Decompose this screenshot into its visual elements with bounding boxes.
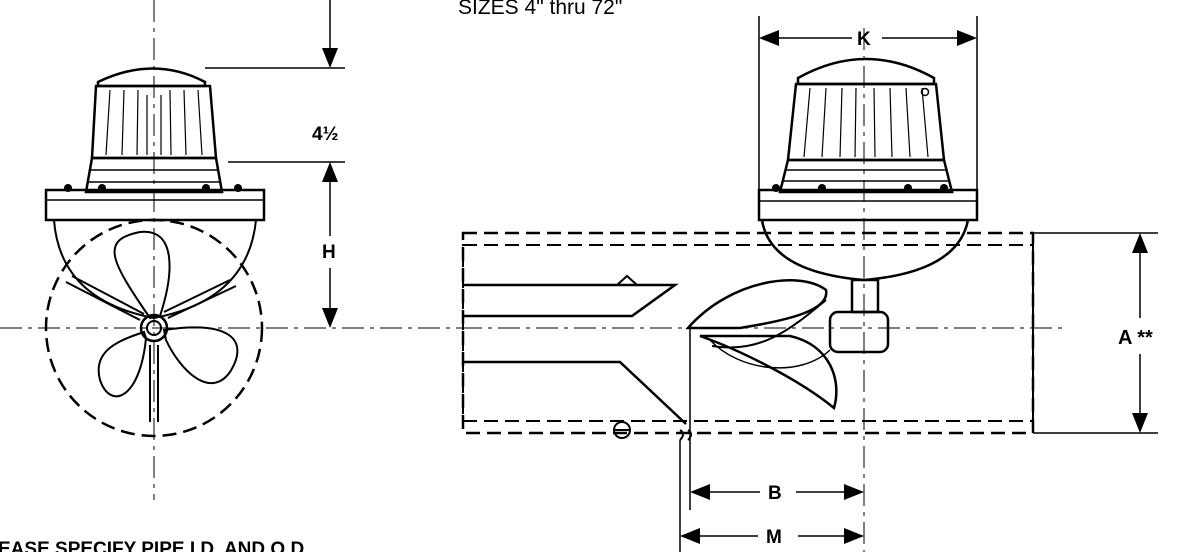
m-arrow-left bbox=[680, 528, 700, 544]
front-view: 4½ H bbox=[0, 0, 460, 500]
side-break-marks bbox=[679, 429, 692, 441]
a-arrow-down bbox=[1132, 413, 1148, 433]
k-label: K bbox=[857, 29, 871, 50]
h-arrow-down bbox=[322, 308, 338, 328]
h-arrow-up bbox=[322, 162, 338, 182]
side-flange bbox=[757, 188, 979, 222]
h-label: H bbox=[322, 242, 336, 263]
side-pipe-outer bbox=[461, 231, 1035, 435]
k-arrow-left bbox=[759, 30, 779, 46]
front-dome-cap bbox=[96, 67, 207, 88]
side-mount-plate bbox=[463, 283, 679, 318]
sizes-header: SIZES 4" thru 72" bbox=[458, 0, 622, 19]
four-half-label: 4½ bbox=[312, 124, 338, 145]
side-propeller bbox=[685, 279, 838, 411]
side-shaft bbox=[850, 278, 880, 314]
side-motor-upper bbox=[786, 82, 946, 162]
front-motor-ribs bbox=[105, 89, 203, 156]
pipe-note: EASE SPECIFY PIPE I.D. AND O.D. bbox=[0, 539, 309, 552]
front-propeller bbox=[65, 230, 239, 422]
m-arrow-right bbox=[844, 528, 864, 544]
side-bottom-fitting bbox=[613, 421, 631, 439]
side-flange-bolts bbox=[772, 184, 948, 192]
a-arrow-up bbox=[1132, 233, 1148, 253]
side-view: SIZES 4" thru 72" bbox=[458, 0, 1158, 552]
side-motor-ribs bbox=[803, 87, 929, 158]
a-label: A ** bbox=[1118, 327, 1153, 349]
side-lower-shell bbox=[463, 360, 687, 425]
front-flange bbox=[44, 188, 266, 222]
side-bowl bbox=[760, 219, 970, 282]
side-dome-cap bbox=[796, 57, 936, 86]
b-arrow-right bbox=[844, 484, 864, 500]
b-label: B bbox=[768, 483, 782, 504]
k-arrow-right bbox=[957, 30, 977, 46]
b-arrow-left bbox=[690, 484, 710, 500]
side-mount-nub bbox=[616, 274, 638, 286]
side-pipe-inner bbox=[462, 244, 1034, 422]
side-motor-lower bbox=[778, 158, 954, 194]
side-hub bbox=[828, 310, 890, 354]
front-flange-bolts bbox=[64, 184, 242, 192]
four-half-arrow-down bbox=[322, 48, 338, 68]
m-label: M bbox=[766, 527, 782, 548]
front-motor-lower bbox=[84, 156, 224, 194]
